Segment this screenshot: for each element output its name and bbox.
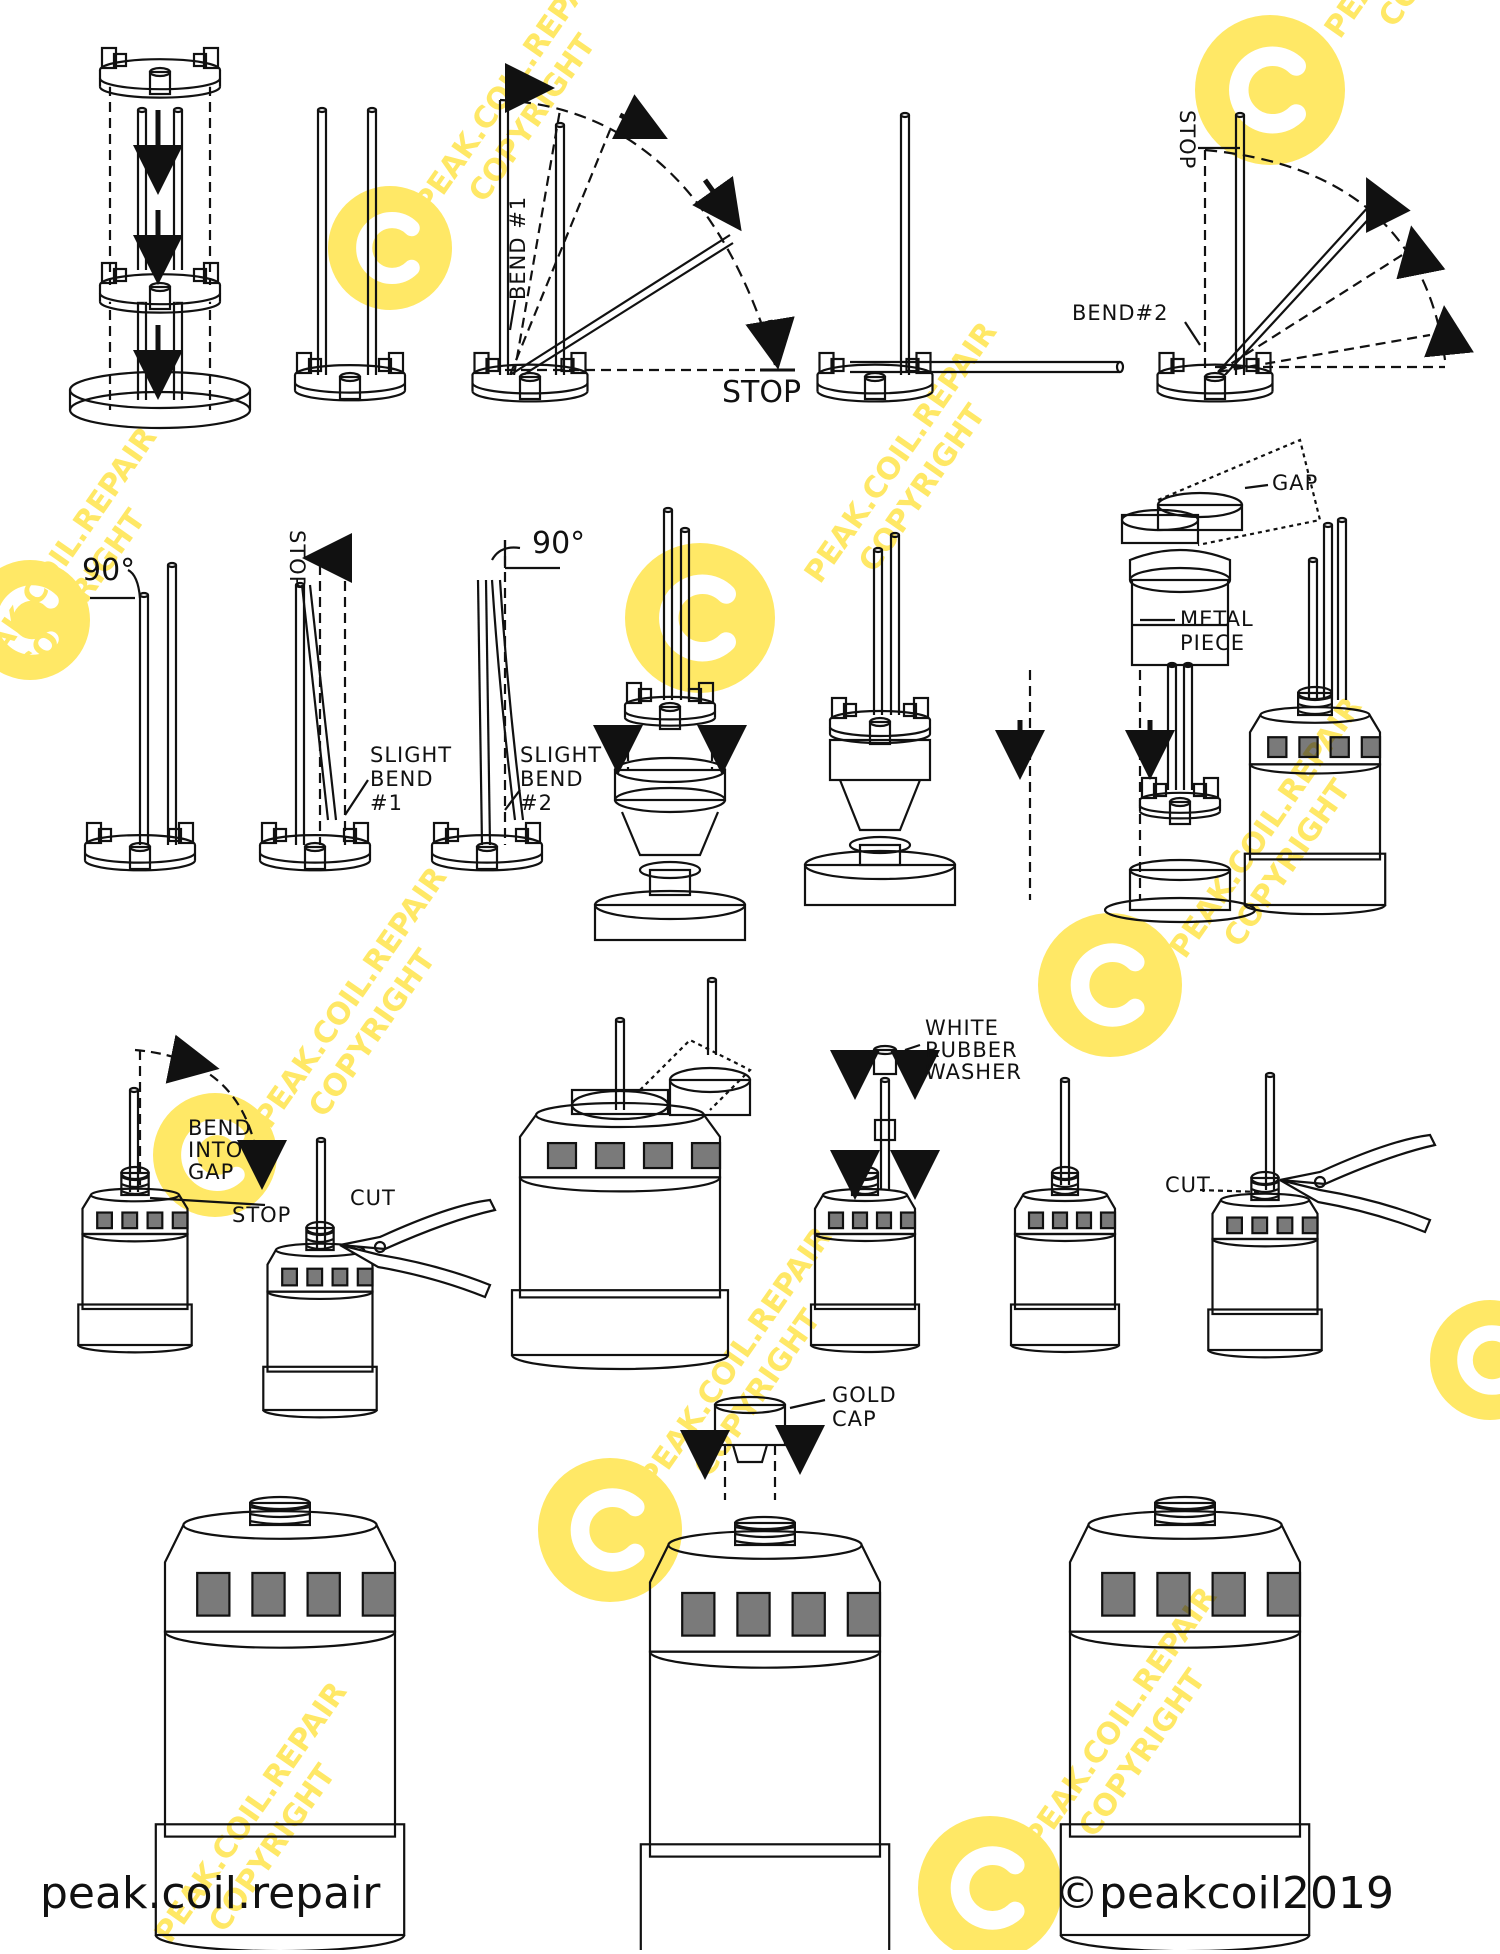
label-stop-3: STOP: [232, 1203, 291, 1227]
pliers-icon: [339, 1198, 497, 1299]
fig-1-exploded: [68, 70, 252, 430]
fig-20-gold-cap-body: [639, 1515, 891, 1954]
fig-14-body: [262, 1220, 378, 1419]
fig-11-metal-piece: [995, 438, 1322, 924]
fig-7-slight-bend-1: [294, 533, 369, 845]
fig-14-wire: [315, 1136, 327, 1250]
label-slight-bend-2: #2: [520, 791, 553, 815]
fig10-base: [828, 696, 932, 746]
watermark-logo: [1430, 1300, 1500, 1420]
fig-19-final-body: [154, 1495, 406, 1953]
up-arrow: [1424, 305, 1474, 358]
label-bend-1: BEND #1: [506, 196, 530, 300]
label-gold-cap: GOLD: [832, 1383, 897, 1407]
label-slight-bend-1: #1: [370, 791, 403, 815]
label-cut-1: CUT: [350, 1186, 396, 1210]
label-bend-into-gap: GAP: [188, 1160, 234, 1184]
fig6-base: [83, 821, 197, 872]
up-arrow: [1396, 225, 1446, 280]
fig3-base: [471, 351, 589, 403]
curved-arrow: [692, 176, 742, 232]
fig-2-two-posts: [316, 106, 378, 375]
fig-12-posts: [1307, 516, 1348, 700]
fig-20-gold-cap: [680, 1395, 826, 1500]
fig-9-adapter: [593, 506, 747, 942]
fig2-base: [293, 351, 407, 402]
fig11-base: [1138, 776, 1222, 826]
fig-10-assembled: [803, 531, 957, 907]
fig-15-body: [510, 1101, 730, 1371]
watermark-logo: [0, 560, 90, 680]
curved-arrow: [611, 94, 668, 139]
watermark-logo: [918, 1816, 1062, 1954]
fig-5-bend-2: [1184, 111, 1474, 377]
fig1-top-base: [98, 46, 222, 99]
fig-21-final-body: [1059, 1495, 1311, 1953]
fig-13-bend: [128, 1034, 287, 1207]
label-slight-bend-1: SLIGHT: [370, 743, 452, 767]
watermark-logo: [1195, 15, 1345, 165]
fig9-base: [623, 681, 717, 731]
fig7-base: [258, 821, 372, 872]
label-90-deg-2: 90°: [532, 526, 585, 561]
label-gap: GAP: [1272, 471, 1318, 495]
label-bend-into-gap: BEND: [188, 1116, 252, 1140]
label-metal-piece: PIECE: [1180, 631, 1245, 655]
label-stop-rotated: STOP: [1175, 110, 1199, 169]
fig1-mid-base: [98, 261, 222, 314]
fig5-base: [1156, 351, 1274, 403]
fig-17-body: [1009, 1165, 1121, 1354]
fig-6-ninety: [90, 561, 178, 845]
fig8-base: [430, 821, 544, 872]
drawings-layer: [68, 46, 1474, 1954]
label-bend-2: BEND#2: [1072, 301, 1169, 325]
footer-left-handle: peak.coil.repair: [40, 1868, 381, 1919]
fig-16-washer: [830, 1043, 940, 1200]
label-cut-2: CUT: [1165, 1173, 1211, 1197]
watermark-logo: [1038, 913, 1182, 1057]
down-arrow: [745, 316, 795, 370]
label-metal-piece: METAL: [1180, 607, 1254, 631]
footer-right-copyright: ©peakcoil2019: [1055, 1868, 1394, 1919]
fig-18-wire: [1199, 1071, 1276, 1194]
fig-8-slight-bend-2: [476, 540, 560, 846]
pliers-icon-2: [1279, 1133, 1437, 1234]
label-white-rubber-washer: RUBBER: [925, 1038, 1018, 1062]
fig4-base: [816, 351, 934, 403]
label-slight-bend-1: BEND: [370, 767, 434, 791]
label-white-rubber-washer: WASHER: [925, 1060, 1022, 1084]
label-stop: STOP: [722, 375, 801, 410]
label-stop-2: STOP: [285, 530, 309, 589]
watermark-logo: [625, 543, 775, 693]
label-gold-cap: CAP: [832, 1407, 877, 1431]
label-90-deg-1: 90°: [82, 553, 135, 588]
label-slight-bend-2: SLIGHT: [520, 743, 602, 767]
label-white-rubber-washer: WHITE: [925, 1016, 999, 1040]
watermark-logo: [538, 1458, 682, 1602]
fig-12-body: [1243, 685, 1387, 916]
watermark-line2: COPYRIGHT: [1372, 0, 1500, 34]
label-slight-bend-2: BEND: [520, 767, 584, 791]
fig-4-horizontal: [850, 111, 1125, 375]
watermark-line1: PEAK.COIL.REPAIR: [408, 0, 614, 220]
fig-15-closeup: [570, 976, 752, 1121]
watermark-logo: [328, 186, 452, 310]
fig-17-wire: [1059, 1076, 1071, 1185]
label-bend-into-gap: INTO: [188, 1138, 243, 1162]
fig-13-body: [77, 1165, 193, 1354]
right-arrow: [165, 1034, 220, 1084]
up-arrow: [1366, 177, 1411, 234]
fig-3-bend-1: [498, 63, 795, 383]
fig-18-body: [1207, 1170, 1323, 1359]
